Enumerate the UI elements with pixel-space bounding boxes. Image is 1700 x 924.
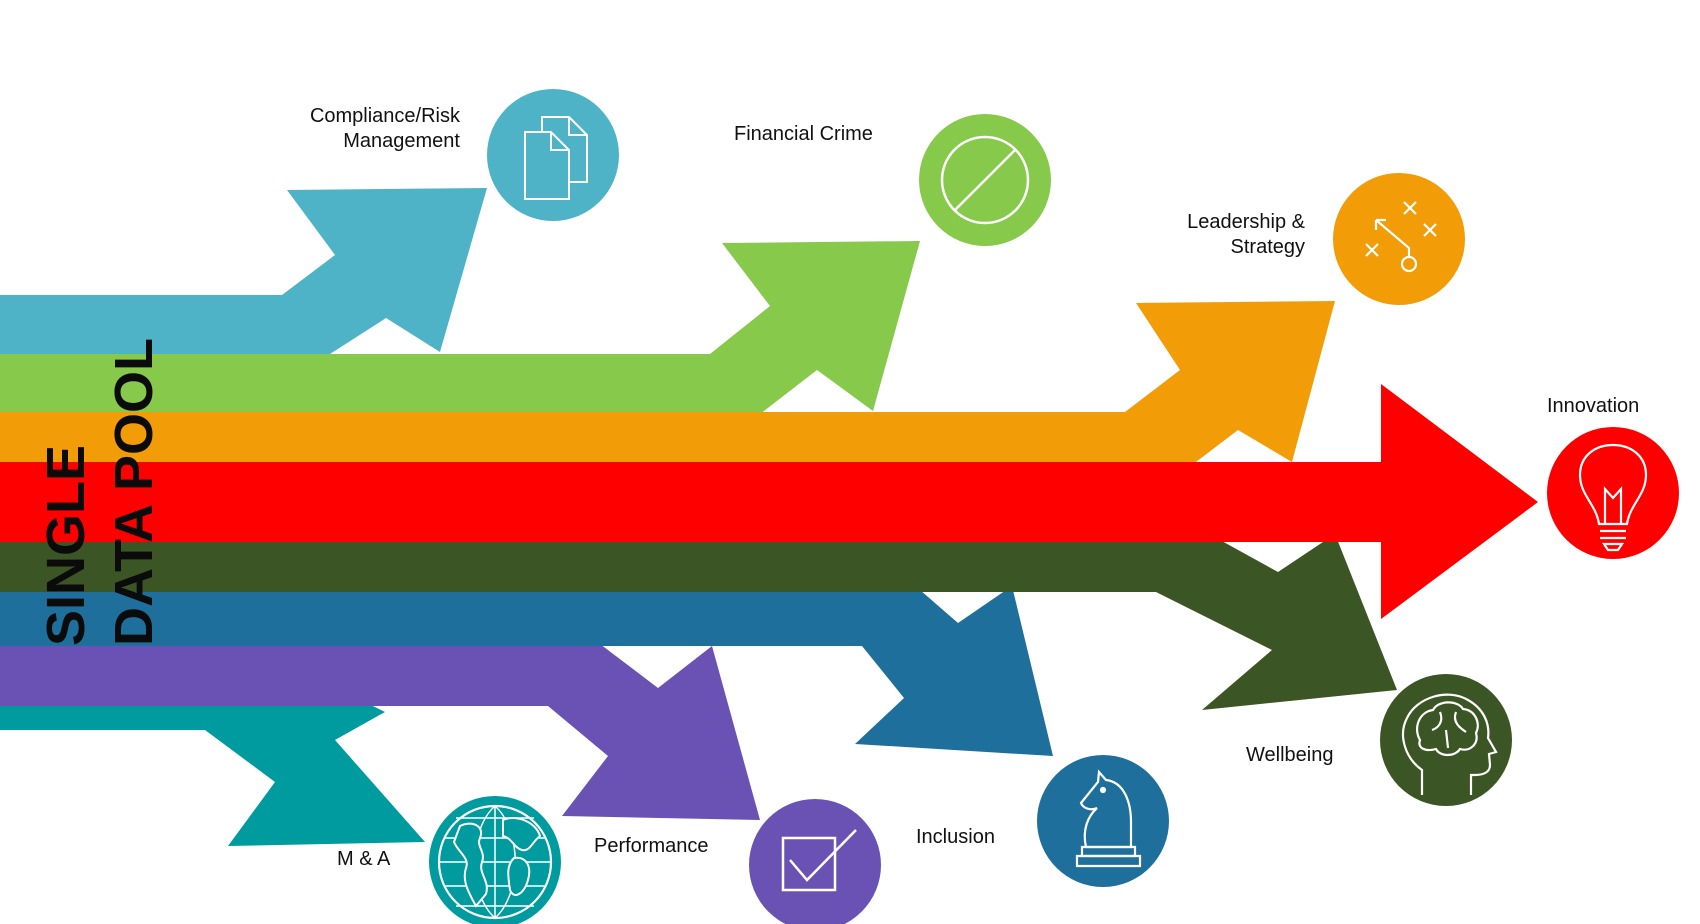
arrow-financial [0,241,920,414]
documents-icon [487,89,619,221]
label-leadership-line2: Strategy [1230,236,1305,258]
label-innovation: Innovation [1547,395,1640,417]
strategy-play-icon [1333,173,1465,305]
label-ma: M & A [337,848,391,870]
arrow-leadership [0,301,1335,465]
arrow-performance [0,644,760,820]
globe-icon [429,796,561,924]
lightbulb-icon [1547,427,1679,559]
title-line-1: SINGLE [36,444,96,646]
arrow-compliance [0,188,487,354]
arrow-wellbeing [0,534,1397,710]
label-compliance-line1: Compliance/Risk [309,105,460,127]
arrow-ma [0,680,425,846]
label-inclusion: Inclusion [916,826,995,848]
arrow-innovation [0,384,1538,619]
label-compliance-line2: Management [343,130,460,152]
checkbox-icon [749,799,881,924]
title-line-2: DATA POOL [104,338,164,646]
chess-knight-icon [1037,755,1169,887]
label-wellbeing: Wellbeing [1246,744,1334,766]
prohibited-icon [919,114,1051,246]
label-performance: Performance [594,835,709,857]
label-leadership: Leadership & Strategy [1187,210,1305,260]
arrow-inclusion [0,586,1053,756]
label-financial-crime: Financial Crime [734,123,873,145]
label-compliance: Compliance/Risk Management [310,104,460,154]
brain-head-icon [1380,674,1512,806]
label-leadership-line1: Leadership & [1187,211,1305,233]
